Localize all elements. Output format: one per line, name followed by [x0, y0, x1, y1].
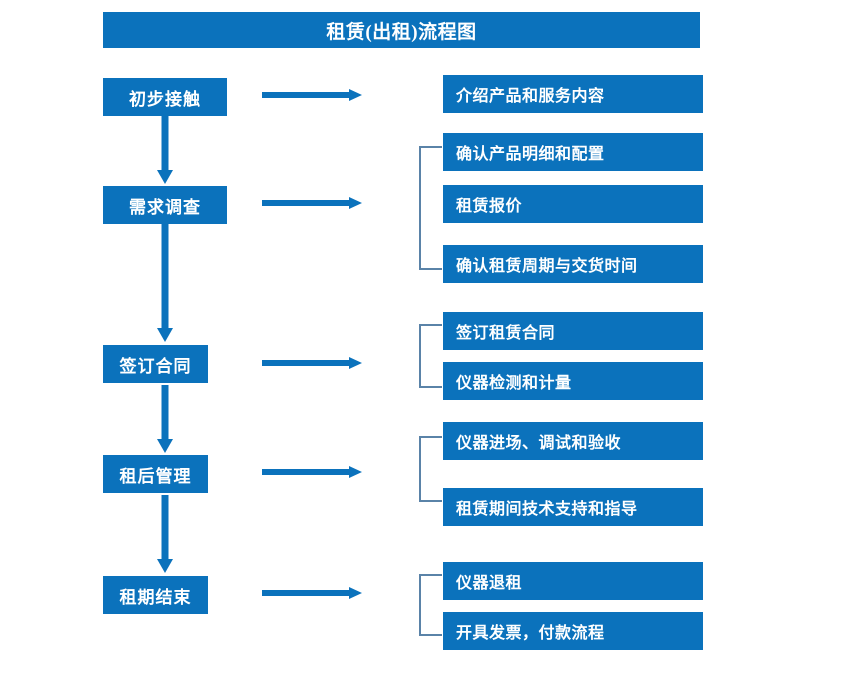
right-arrow-icon	[262, 86, 362, 104]
detail-box[interactable]: 租赁期间技术支持和指导	[443, 488, 703, 526]
down-arrow-icon	[154, 116, 176, 184]
detail-box[interactable]: 仪器退租	[443, 562, 703, 600]
detail-box[interactable]: 确认产品明细和配置	[443, 133, 703, 171]
stage-box[interactable]: 租后管理	[103, 455, 208, 493]
stage-box[interactable]: 签订合同	[103, 345, 208, 383]
detail-box[interactable]: 仪器进场、调试和验收	[443, 422, 703, 460]
group-bracket	[418, 146, 444, 270]
group-bracket	[418, 324, 444, 388]
detail-box[interactable]: 开具发票，付款流程	[443, 612, 703, 650]
detail-box[interactable]: 确认租赁周期与交货时间	[443, 245, 703, 283]
down-arrow-icon	[154, 495, 176, 573]
right-arrow-icon	[262, 194, 362, 212]
stage-box[interactable]: 租期结束	[103, 576, 208, 614]
right-arrow-icon	[262, 463, 362, 481]
group-bracket	[418, 436, 444, 502]
down-arrow-icon	[154, 224, 176, 342]
right-arrow-icon	[262, 584, 362, 602]
right-arrow-icon	[262, 354, 362, 372]
detail-box[interactable]: 签订租赁合同	[443, 312, 703, 350]
stage-box[interactable]: 需求调查	[103, 186, 227, 224]
detail-box[interactable]: 仪器检测和计量	[443, 362, 703, 400]
detail-box[interactable]: 介绍产品和服务内容	[443, 75, 703, 113]
detail-box[interactable]: 租赁报价	[443, 185, 703, 223]
down-arrow-icon	[154, 385, 176, 453]
stage-box[interactable]: 初步接触	[103, 78, 227, 116]
page-title: 租赁(出租)流程图	[103, 12, 700, 48]
group-bracket	[418, 574, 444, 636]
